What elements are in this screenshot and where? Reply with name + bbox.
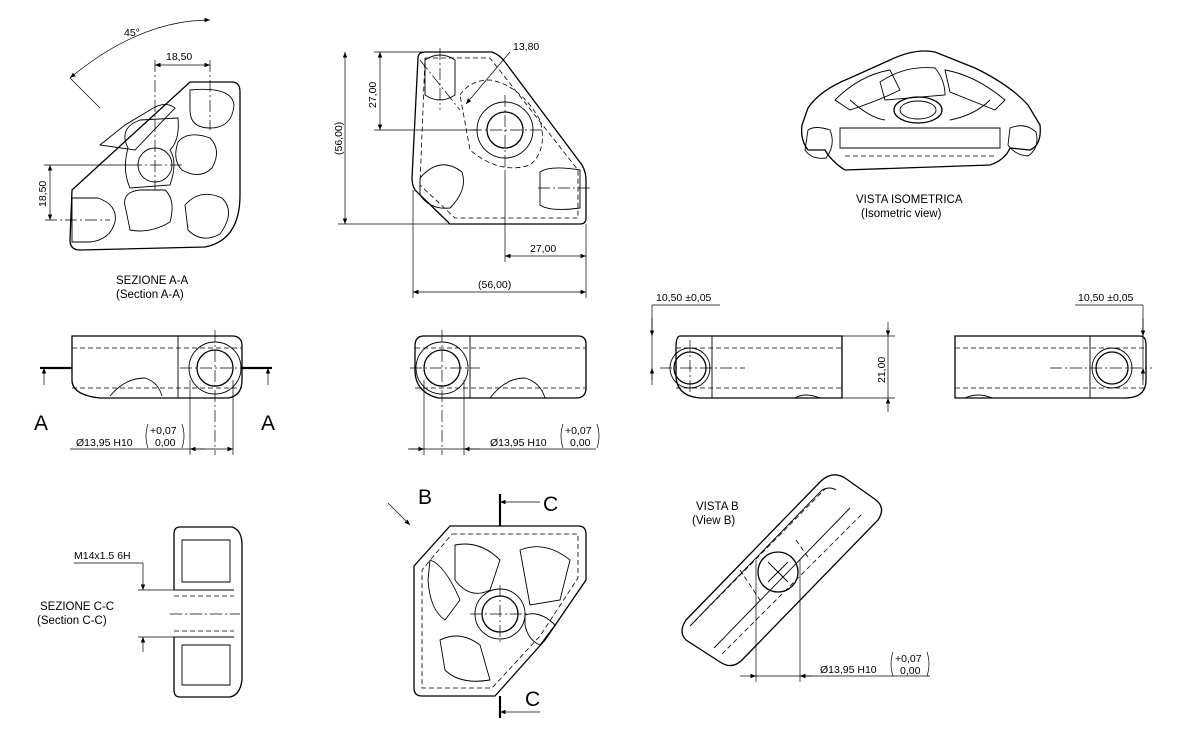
front-view-middle: Ø13,95 H10 +0,07 0,00	[408, 330, 600, 455]
bore-tol-upper-middle: +0,07	[565, 425, 592, 437]
height-dim: 21,00	[876, 357, 888, 383]
bore-tol-lower-middle: 0,00	[570, 437, 591, 449]
bore-tol-lower-left: 0,00	[155, 437, 176, 449]
front-view-left: A A Ø13,95 H10 +0,07 0,00	[34, 330, 275, 455]
dim-v-1850: 18,50	[37, 181, 49, 207]
dim-h-2700: 27,00	[530, 243, 556, 255]
bore-dim-view-b: Ø13,95 H10	[820, 664, 877, 676]
section-cc-view: M14x1.5 6H SEZIONE C-C (Section C-C)	[37, 526, 243, 698]
bore-tol-lower-view-b: 0,00	[900, 665, 921, 677]
section-cc-title: SEZIONE C-C	[40, 601, 114, 613]
dim-h-5600: (56,00)	[478, 279, 511, 291]
section-aa-view: 45° 18,50 18,50 SEZIONE A-A (Section A-A…	[37, 17, 241, 301]
section-label-a-left: A	[34, 412, 48, 435]
view-b: Ø13,95 H10 +0,07 0,00 VISTA B (View B)	[681, 474, 930, 682]
offset-dim-left: 10,50 ±0,05	[656, 292, 712, 304]
bottom-view: B C C	[387, 486, 587, 718]
side-view-right-offset: 10,50 ±0,05	[954, 292, 1152, 399]
dim-v-5600: (56,00)	[333, 122, 345, 155]
section-aa-title: SEZIONE A-A	[116, 275, 189, 287]
bore-tol-upper-left: +0,07	[150, 425, 177, 437]
section-label-c-top: C	[543, 493, 558, 516]
bore-tol-upper-view-b: +0,07	[895, 653, 922, 665]
section-cc-subtitle: (Section C-C)	[37, 615, 107, 627]
section-label-c-bottom: C	[525, 688, 540, 711]
iso-title: VISTA ISOMETRICA	[856, 194, 963, 206]
section-label-a-right: A	[261, 412, 275, 435]
bore-dim-left: Ø13,95 H10	[76, 437, 133, 449]
dim-v-2700: 27,00	[367, 82, 379, 108]
dim-hole-1380: 13,80	[513, 41, 539, 53]
side-view-left-offset: 10,50 ±0,05 21,00	[649, 292, 895, 412]
iso-subtitle: (Isometric view)	[861, 208, 942, 220]
offset-dim-right: 10,50 ±0,05	[1078, 292, 1134, 304]
dim-h-1850: 18,50	[166, 51, 192, 63]
bore-dim-middle: Ø13,95 H10	[490, 437, 547, 449]
thread-callout: M14x1.5 6H	[74, 550, 131, 562]
isometric-view: VISTA ISOMETRICA (Isometric view)	[800, 50, 1041, 220]
view-b-title: VISTA B	[696, 501, 739, 513]
view-label-b: B	[418, 486, 432, 509]
section-aa-subtitle: (Section A-A)	[116, 289, 184, 301]
top-view: 13,80 27,00 (56,00) 27,00 (56,00)	[333, 41, 592, 298]
angle-dim: 45°	[124, 27, 140, 39]
view-b-subtitle: (View B)	[692, 515, 735, 527]
